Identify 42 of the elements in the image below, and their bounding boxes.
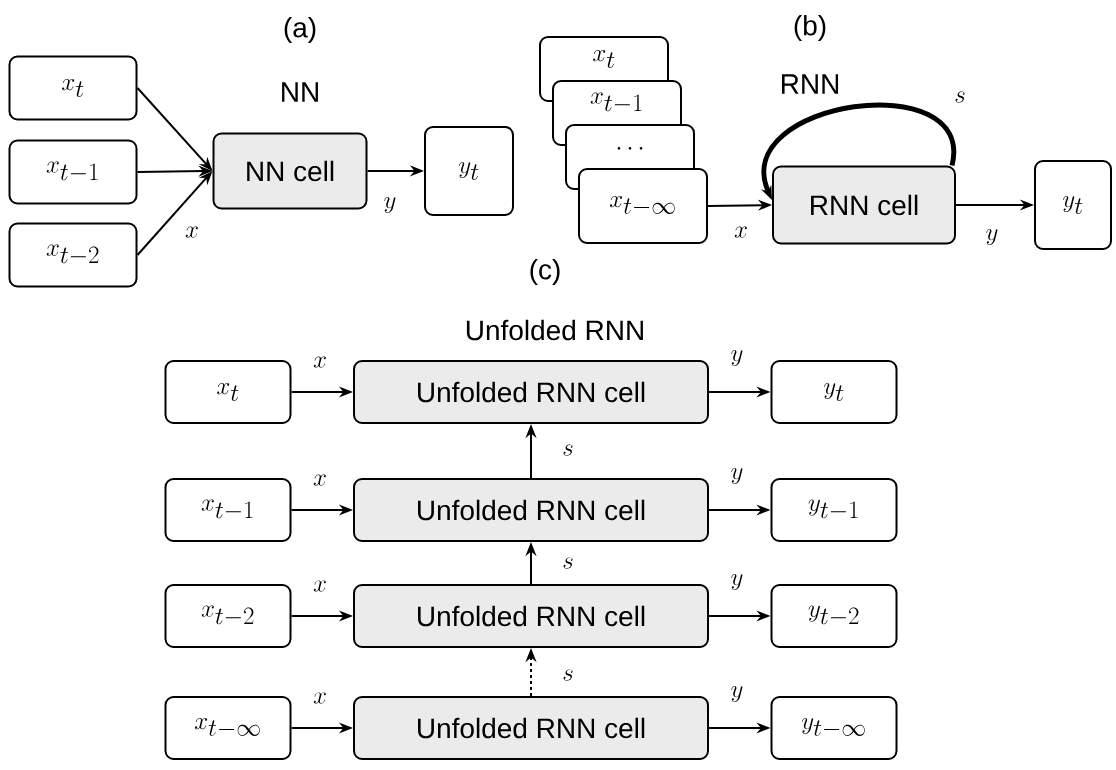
- cell-box: Unfolded RNN cell: [353, 478, 709, 542]
- panel-label: (a): [284, 16, 316, 44]
- edge-label: $y$: [382, 196, 398, 214]
- panel-label: (b): [794, 14, 826, 42]
- edge-label: $x$: [184, 225, 200, 239]
- panel-heading: RNN: [781, 74, 839, 94]
- value-box: $x_{t-1}$: [164, 478, 292, 542]
- value-box: $x_t$: [8, 55, 138, 121]
- cell-box: Unfolded RNN cell: [353, 360, 709, 424]
- edge-label: $s$: [561, 443, 575, 457]
- value-box: $y_{t-\infty}$: [770, 696, 898, 760]
- value-box: $y_t$: [424, 126, 514, 216]
- panel-label: (c): [530, 258, 560, 286]
- value-box: $y_t$: [770, 360, 898, 424]
- value-box: $y_t$: [1034, 160, 1112, 250]
- cell-box: Unfolded RNN cell: [353, 696, 709, 760]
- cell-box: NN cell: [212, 132, 368, 210]
- stacked-card: $x_{t-\infty}$: [578, 168, 708, 244]
- edge-label: $x$: [312, 473, 328, 487]
- edge-label: $y$: [729, 573, 745, 591]
- cell-box: RNN cell: [772, 165, 956, 245]
- value-box: $y_{t-1}$: [770, 478, 898, 542]
- value-box: $x_{t-1}$: [8, 139, 138, 205]
- value-box: $x_{t-\infty}$: [164, 696, 292, 760]
- edge-label: $y$: [729, 349, 745, 367]
- edge-label: $x$: [312, 691, 328, 705]
- edge-label: $y$: [729, 467, 745, 485]
- edge-label: $x$: [312, 355, 328, 369]
- panel-heading: Unfolded RNN: [466, 319, 643, 341]
- edge-label: $s$: [953, 90, 967, 104]
- edge-label: $x$: [733, 225, 749, 239]
- value-box: $x_{t-2}$: [8, 222, 138, 288]
- cell-box: Unfolded RNN cell: [353, 584, 709, 648]
- edge-label: $s$: [561, 668, 575, 682]
- edge-label: $y$: [984, 228, 1000, 246]
- value-box: $x_{t-2}$: [164, 584, 292, 648]
- value-box: $y_{t-2}$: [770, 584, 898, 648]
- edge-label: $s$: [561, 556, 575, 570]
- edge-label: $x$: [312, 579, 328, 593]
- panel-heading: NN: [282, 82, 318, 102]
- value-box: $x_t$: [164, 360, 292, 424]
- edge-label: $y$: [729, 685, 745, 703]
